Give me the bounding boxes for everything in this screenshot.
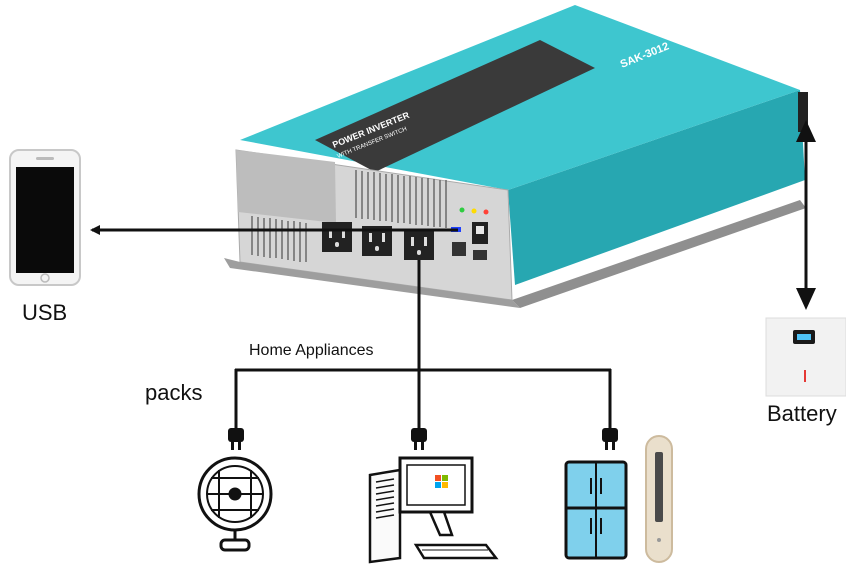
ac-outlet bbox=[322, 222, 352, 252]
smartphone-icon bbox=[9, 149, 81, 286]
battery-arrow-down bbox=[796, 288, 816, 310]
status-led bbox=[459, 207, 465, 213]
computer-icon bbox=[368, 456, 499, 564]
rj-port bbox=[452, 242, 466, 256]
battery-terminal bbox=[798, 92, 808, 132]
refrigerator-icon bbox=[564, 460, 628, 560]
ac-outlet bbox=[404, 230, 434, 260]
battery-arrow-up bbox=[796, 120, 816, 142]
usb-label: USB bbox=[22, 300, 68, 325]
status-led bbox=[483, 209, 489, 215]
air-conditioner-icon bbox=[645, 435, 673, 563]
inverter-label-band bbox=[315, 40, 595, 172]
plug-icon bbox=[602, 428, 618, 450]
status-led bbox=[471, 208, 477, 214]
plug-icon bbox=[228, 428, 244, 450]
battery-icon bbox=[765, 317, 846, 397]
packs-label: packs bbox=[145, 380, 203, 405]
battery-label: Battery bbox=[767, 401, 837, 426]
plug-icon bbox=[411, 428, 427, 450]
inverter-device: POWER INVERTER WITH TRANSFER SWITCH SAK-… bbox=[224, 5, 808, 308]
fan-icon bbox=[197, 456, 273, 552]
vent-grille bbox=[355, 170, 447, 228]
home-appliances-label: Home Appliances bbox=[249, 342, 374, 359]
